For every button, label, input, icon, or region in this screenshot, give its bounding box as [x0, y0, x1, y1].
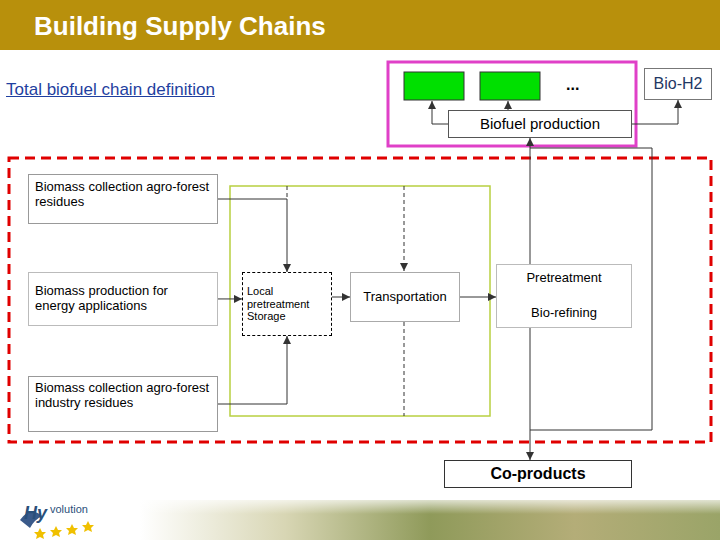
node-text: Biomass production for energy applicatio… — [35, 284, 211, 314]
slide-title: Building Supply Chains — [34, 11, 326, 42]
flow-arrow — [218, 298, 242, 299]
source-box: Biomass production for energy applicatio… — [28, 272, 218, 326]
logo-text: Hy — [24, 503, 47, 524]
node-text: Biofuel production — [480, 115, 600, 132]
node-text: Biomass collection agro-forest industry … — [35, 381, 211, 411]
node-text: Co-products — [490, 465, 585, 483]
flow-arrow — [218, 336, 287, 404]
flow-arrow — [530, 138, 531, 264]
production-frame — [388, 62, 636, 146]
fuel-box — [480, 72, 540, 100]
node-text: Bio-refining — [531, 306, 597, 321]
title-bar — [0, 0, 720, 50]
node-text: Transportation — [363, 290, 446, 305]
source-box: Biomass collection agro-forest residues — [28, 174, 218, 224]
flow-arrow — [530, 328, 531, 460]
logistics-frame — [230, 186, 490, 416]
section-heading: Total biofuel chain definition — [6, 80, 215, 100]
route-line — [287, 186, 288, 199]
logo-text: volution — [50, 503, 88, 515]
node-text: Biomass collection agro-forest residues — [35, 180, 211, 210]
fuel-box — [404, 72, 464, 100]
flow-arrow — [460, 297, 496, 298]
field-sky — [140, 500, 720, 514]
process-box: Biofuel production — [448, 110, 632, 138]
output-box: Co-products — [444, 460, 632, 488]
flow-arrow — [218, 199, 287, 272]
node-text: Pretreatment — [526, 271, 601, 286]
flow-arrow — [332, 297, 350, 298]
route-line — [404, 186, 405, 271]
chain-frame — [9, 158, 711, 442]
flow-arrow — [632, 100, 678, 124]
process-box: Local pretreatment Storage — [242, 272, 332, 336]
source-box: Biomass collection agro-forest industry … — [28, 376, 218, 432]
logo-stars — [34, 521, 94, 539]
field-photo — [140, 500, 720, 540]
node-text: Bio-H2 — [654, 75, 703, 93]
process-box: PretreatmentBio-refining — [496, 264, 632, 328]
fuel-arrow — [432, 101, 448, 124]
product-box: Bio-H2 — [644, 68, 712, 100]
node-text: Local pretreatment Storage — [247, 285, 327, 323]
fuel-arrow — [508, 101, 509, 110]
ellipsis-mark: ... — [566, 76, 579, 94]
route-line — [404, 322, 405, 416]
process-box: Transportation — [350, 272, 460, 322]
